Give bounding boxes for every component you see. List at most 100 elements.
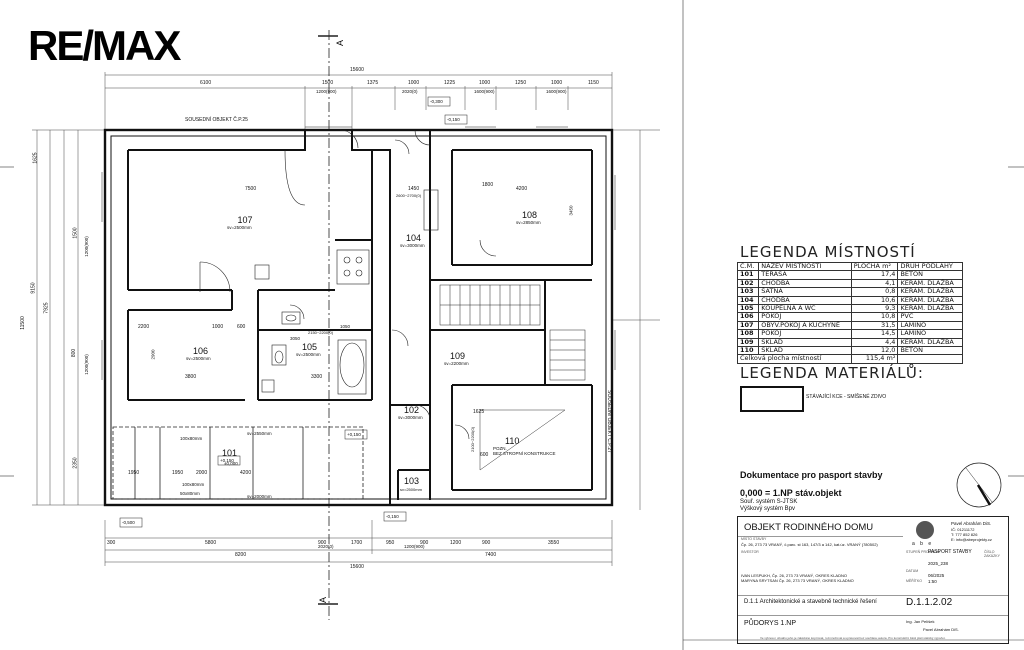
- dim-bottom-sub-1: 7400: [485, 552, 497, 558]
- inner-dim-17: 1800: [482, 182, 494, 188]
- room-102-number: 102: [404, 405, 420, 415]
- inner-dim-6: 1000: [212, 324, 224, 330]
- dim-bottom-7: 900: [482, 540, 491, 546]
- table-header-row: Č.M. NÁZEV MÍSTNOSTI PLOCHA m² DRUH PODL…: [736, 261, 963, 272]
- inner-dim-14: 4200: [240, 470, 252, 476]
- room-floor-cell: KERAM. DLAŽBA: [897, 304, 963, 314]
- divider: [738, 536, 903, 537]
- inner-dim-15: 2000: [196, 470, 208, 476]
- section-marker-bottom: A: [318, 596, 329, 604]
- level-3: -0,500: [122, 520, 135, 525]
- room-107-number: 107: [237, 215, 253, 225]
- empty-cell: [897, 354, 963, 364]
- room-104-height: sv=3000mm: [400, 243, 425, 248]
- remax-logo: RE/MAX: [28, 22, 181, 69]
- dim-bottom-4: 950: [386, 540, 395, 546]
- bottom-dimension-lines: [104, 520, 613, 566]
- neighbour-right-label: SOUSEDNÍ OBJEKT Č.P.27: [606, 390, 612, 453]
- fixtures: [254, 189, 439, 395]
- room-106-height: sv=2500mm: [186, 356, 211, 361]
- section-line-a: [318, 30, 338, 620]
- part-title: D.1.1 Architektonické a stavebně technic…: [744, 599, 877, 605]
- room-101-number: 101: [222, 448, 238, 458]
- dim-bottom-3: 1700: [351, 540, 363, 546]
- room-103-number: 103: [404, 476, 420, 486]
- dim-bottom-sub-0: 8200: [235, 552, 247, 558]
- windows: [101, 126, 616, 380]
- dim-bottom-0: 300: [107, 540, 116, 546]
- dim-top-5: 1000: [479, 80, 491, 86]
- dim-top-3: 1000: [408, 80, 420, 86]
- inner-dim-13: 1950: [172, 470, 184, 476]
- room-109-number: 109: [450, 351, 466, 361]
- dim-bottom-1: 5800: [205, 540, 217, 546]
- inner-dim-7: 600: [237, 324, 246, 330]
- room-number-cell: 103: [736, 287, 760, 297]
- material-swatch: [740, 386, 804, 412]
- dim-top-0: 6100: [200, 80, 212, 86]
- divider: [738, 615, 1008, 616]
- room-109-height: sv=2200mm: [444, 361, 469, 366]
- room-110-note: POZN. BEZ STROPNÍ KONSTRUKCE: [493, 446, 556, 456]
- dim-left-4: 7925: [43, 302, 50, 314]
- place-label: MÍSTO STAVBY: [741, 537, 767, 541]
- company-logo-text: a b e: [912, 541, 934, 547]
- inner-dim-1: 4200: [516, 186, 528, 192]
- dim-bottom-5: 900: [420, 540, 429, 546]
- dim-top-7: 1000: [551, 80, 563, 86]
- dim-total-top: 15600: [350, 67, 364, 73]
- author-phone: T: 777 852 826: [951, 532, 978, 537]
- level-markers: [119, 96, 468, 528]
- investor-line-1: IVAN LESPUKH, Čp. 26, 273 73 VRANÝ, OKRE…: [741, 573, 847, 578]
- room-108-number: 108: [522, 210, 538, 220]
- staircase: [439, 284, 586, 381]
- doc-title: Dokumentace pro pasport stavby: [740, 470, 883, 480]
- company-logo-icon: [916, 521, 934, 539]
- order-label: ČÍSLO ZAKÁZKY: [984, 550, 1000, 558]
- inner-dim-24: 50x80mm: [180, 491, 200, 496]
- doc-coord-system: Souř. systém S-JTSK: [740, 499, 798, 505]
- inner-dim-21: sv=2000mm: [247, 494, 272, 499]
- level-1: -0,150: [447, 117, 460, 122]
- inner-dim-22: 100x80mm: [180, 436, 203, 441]
- divider: [738, 595, 1008, 596]
- room-floor-cell: LAMINO: [897, 329, 963, 339]
- inner-dim-20: sv=2550mm: [247, 431, 272, 436]
- room-area-cell: 14,5: [850, 329, 899, 339]
- legend-rooms-title: LEGENDA MÍSTNOSTÍ: [740, 243, 916, 261]
- room-floor-cell: KERAM. DLAŽBA: [897, 337, 963, 348]
- project-title: OBJEKT RODINNÉHO DOMU: [744, 522, 874, 533]
- dim-left-1: 1500: [72, 227, 79, 239]
- dim-top-2: 1375: [367, 80, 379, 86]
- footer-note: Ve výkresu i obsahu jeho je zakázáno kop…: [760, 636, 946, 640]
- dim-left-7: 1200(900): [83, 354, 89, 375]
- stage-value: PASPORT STAVBY: [928, 549, 972, 555]
- dim-top-6: 1250: [515, 80, 527, 86]
- dim-bottom-8: 3550: [548, 540, 560, 546]
- room-108-height: sv=2850mm: [516, 220, 541, 225]
- scale-label: MĚŘÍTKO: [906, 579, 922, 583]
- top-dimension-lines: [104, 72, 613, 130]
- doc-level: 0,000 = 1.NP stáv.objekt: [740, 488, 842, 498]
- inner-dim-0: 7500: [245, 186, 257, 192]
- responsible: Pavel Abrahám DiS.: [923, 627, 959, 632]
- room-floor-cell: BETON: [897, 346, 963, 356]
- north-arrow-icon: [956, 462, 1002, 508]
- room-103-height: sv=2500mm: [400, 487, 422, 492]
- dim-bottom-6: 1200: [450, 540, 462, 546]
- dim-left-8: 2350: [72, 457, 79, 469]
- section-marker-top: A: [335, 39, 346, 47]
- order-value: 2025_238: [928, 561, 949, 566]
- inner-dim-8: 3800: [185, 374, 197, 380]
- inner-dim-11: 1625: [473, 409, 485, 415]
- left-dimension-lines: [32, 129, 105, 506]
- inner-dim-18: 2100~2200(0): [470, 426, 475, 452]
- dim-bottom-opening-1: 1200(900): [404, 544, 425, 549]
- total-label-cell: Celková plocha místností: [737, 354, 852, 364]
- drawing-title: PŮDORYS 1.NP: [744, 620, 796, 627]
- level-2: +0,150: [347, 432, 361, 437]
- inner-dim-9: 2900: [150, 349, 156, 360]
